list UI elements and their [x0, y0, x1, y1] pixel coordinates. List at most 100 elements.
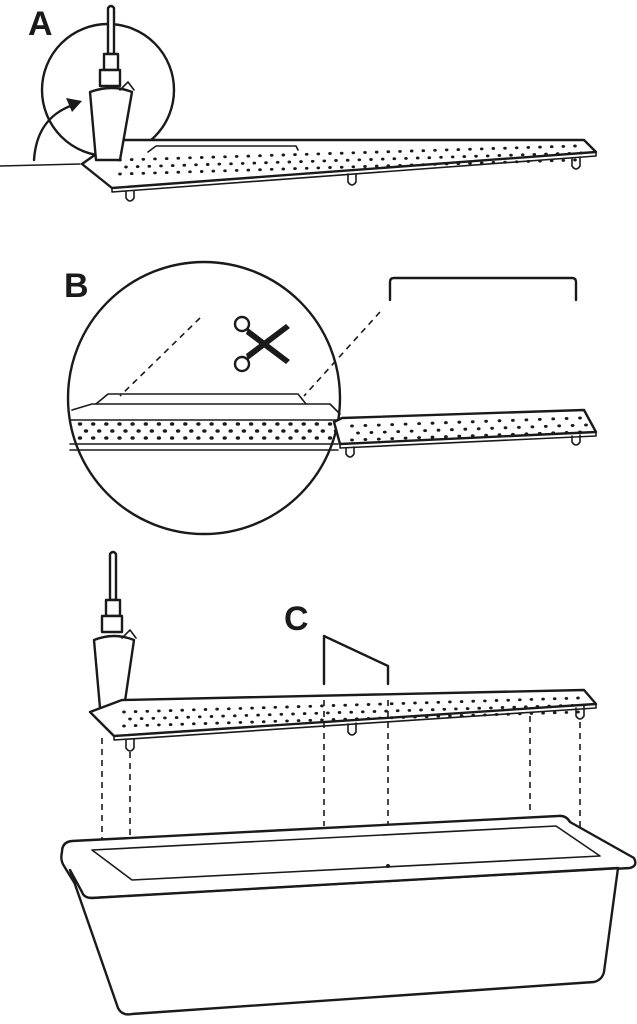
tray-hole [180, 722, 184, 726]
tray-hole [448, 700, 452, 704]
tray-hole [227, 721, 231, 725]
tray-hole [143, 422, 148, 426]
tray-hole [196, 422, 201, 426]
tray-hole [248, 422, 254, 426]
tray-hole [538, 145, 542, 149]
tray-hole [133, 724, 138, 728]
tray-hole [130, 422, 135, 426]
tray-hole [421, 149, 426, 153]
tray-hole [484, 433, 488, 437]
tray-hole [524, 418, 529, 422]
tray-hole [491, 147, 496, 150]
tray-hole [203, 722, 208, 725]
dashed-guide-left [119, 317, 201, 397]
tray-hole [248, 436, 254, 440]
tray-hole [479, 161, 484, 165]
tray-hole [331, 704, 336, 707]
tray-hole [269, 167, 274, 171]
tray-hole [285, 719, 289, 723]
tray-hole [357, 158, 362, 162]
tray-hole [326, 711, 330, 715]
tray-hole [442, 707, 447, 711]
tray-hole [423, 429, 427, 433]
tray-hole [301, 436, 306, 440]
tray-hole [366, 703, 371, 706]
tray-hole [570, 423, 575, 428]
tray-hole [450, 428, 454, 432]
tray-hole [584, 423, 588, 427]
tray-hole [291, 712, 295, 716]
tray-hole [97, 429, 102, 433]
tray-a-holes [118, 144, 583, 176]
tray-hole [351, 165, 356, 169]
tray-hole [477, 706, 482, 710]
tray-hole [374, 150, 379, 154]
tray-hole [308, 704, 313, 708]
tray-hole [468, 147, 472, 151]
tray-hole [500, 706, 505, 709]
tray-hole [582, 703, 586, 707]
tray-hole [518, 712, 522, 716]
tray-hole [564, 696, 569, 700]
tray-hole [145, 709, 150, 713]
tray-hole [215, 721, 219, 725]
tray-hole [549, 159, 554, 163]
tray-hole [363, 151, 367, 154]
tray-hole [296, 719, 301, 723]
tray-hole [170, 164, 175, 168]
tray-hole [497, 154, 502, 157]
tray-hole [157, 709, 161, 713]
tray-hole [141, 171, 146, 175]
tray-hole [215, 429, 220, 433]
tray-hole [281, 429, 286, 433]
tray-hole [506, 712, 511, 716]
tray-hole [304, 152, 309, 156]
tray-hole [401, 701, 406, 705]
tray-hole [256, 713, 260, 717]
tray-hole [156, 436, 162, 440]
magnifier-circle-b [66, 260, 342, 536]
tray-hole [246, 168, 251, 172]
tray-hole [541, 697, 545, 701]
tray-hole [234, 154, 239, 158]
tray-hole [497, 419, 502, 423]
tray-hole [334, 159, 338, 162]
tray-hole [436, 700, 441, 704]
tray-hole [304, 166, 309, 170]
tray-hole [235, 436, 241, 440]
tray-hole [327, 436, 333, 440]
tray-hole [308, 718, 313, 722]
tray-hole [169, 436, 175, 440]
tray-hole [162, 429, 168, 433]
tray-hole [537, 417, 542, 421]
tray-hole [145, 723, 150, 727]
tray-hole [261, 706, 266, 710]
tray-hole [202, 429, 207, 433]
tray-hole [529, 697, 534, 701]
tray-hole [122, 724, 126, 728]
tray-hole [576, 696, 580, 700]
tray-hole [337, 711, 342, 714]
tray-hole [470, 434, 475, 438]
tray-c [88, 688, 598, 752]
tray-hole [457, 434, 462, 438]
tray-hole [413, 701, 417, 705]
tray-hole [269, 153, 274, 157]
tray-hole [310, 159, 315, 163]
tray-hole [275, 436, 280, 440]
tray-hole [543, 424, 548, 428]
tray-hole [320, 704, 324, 708]
tray-hole [281, 153, 286, 157]
tray-a [80, 138, 598, 202]
tray-hole [471, 699, 476, 703]
tray-hole [110, 429, 115, 433]
tray-hole [320, 429, 325, 433]
tray-hole [552, 711, 557, 715]
tray-hole [497, 433, 502, 437]
tray-hole [262, 422, 267, 426]
tray-hole [223, 169, 227, 173]
tray-hole [130, 436, 135, 440]
tray-hole [511, 432, 515, 436]
tray-hole [183, 436, 188, 440]
tray-hole [159, 164, 163, 168]
